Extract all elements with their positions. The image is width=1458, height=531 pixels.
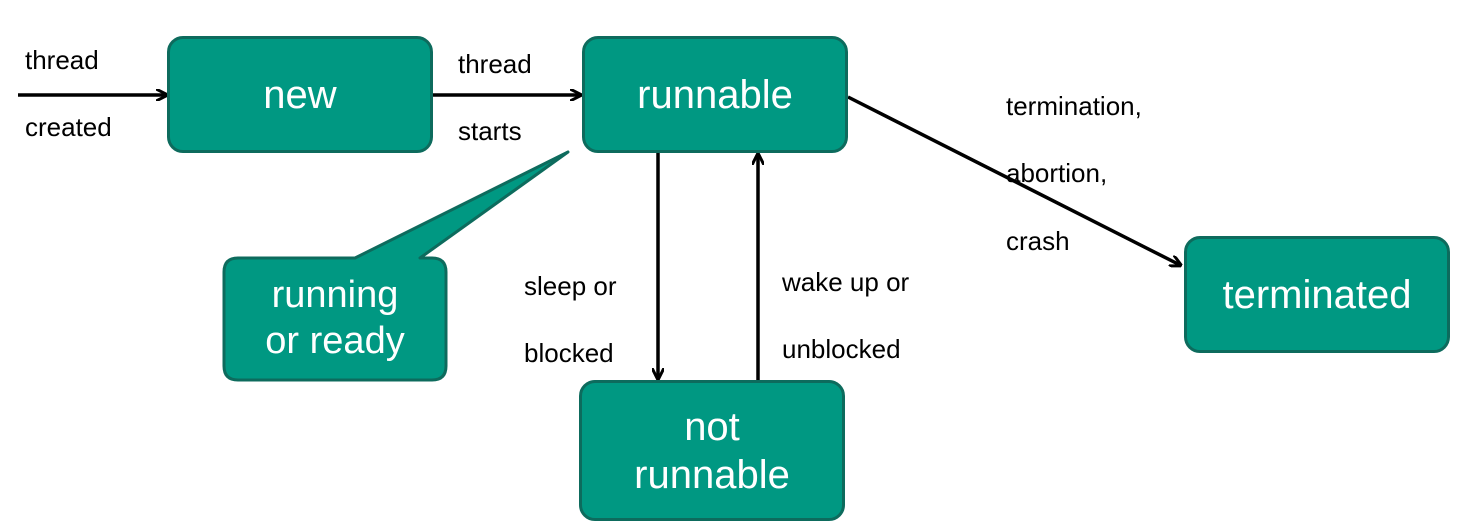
label-termination: termination, abortion, crash [1006, 56, 1142, 293]
label-wake-line2: unblocked [782, 334, 901, 365]
label-sleep-blocked: sleep or blocked [524, 236, 617, 405]
state-not-runnable-line2: runnable [634, 452, 790, 497]
label-thread-starts-line2: starts [458, 116, 522, 147]
state-new: new [167, 36, 433, 153]
label-thread-created-line1: thread [25, 44, 99, 75]
state-runnable-label: runnable [637, 72, 793, 117]
label-thread-starts: thread starts [458, 14, 532, 183]
label-sleep-line1: sleep or [524, 270, 617, 301]
callout-running-ready: running or ready [224, 258, 446, 380]
label-sleep-line2: blocked [524, 338, 614, 369]
callout-line2: or ready [265, 320, 405, 362]
label-thread-created-line2: created [25, 112, 112, 143]
state-terminated: terminated [1184, 236, 1450, 353]
callout-bubble [222, 150, 570, 382]
label-thread-starts-line1: thread [458, 48, 532, 79]
label-term-line3: crash [1006, 225, 1070, 256]
label-wake-unblocked: wake up or unblocked [782, 232, 909, 401]
label-thread-created: thread created [25, 10, 112, 179]
callout-line1: running [271, 274, 399, 317]
state-not-runnable-line1: not [684, 404, 740, 449]
label-wake-line1: wake up or [782, 266, 910, 297]
label-term-line2: abortion, [1006, 158, 1108, 189]
state-terminated-label: terminated [1222, 272, 1412, 317]
state-runnable: runnable [582, 36, 848, 153]
arrow-termination [847, 95, 1180, 265]
label-term-line1: termination, [1006, 90, 1142, 121]
state-not-runnable: not runnable [579, 380, 845, 521]
state-new-label: new [263, 72, 337, 117]
